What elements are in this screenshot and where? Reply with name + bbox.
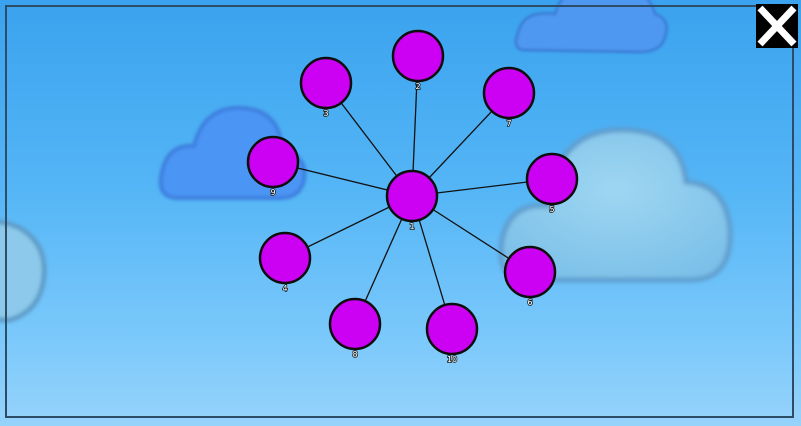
graph-node-5[interactable]: 5 bbox=[525, 152, 579, 215]
node-circle[interactable] bbox=[482, 66, 536, 120]
node-circle[interactable] bbox=[246, 135, 300, 189]
node-label: 1 bbox=[409, 222, 414, 231]
node-label: 5 bbox=[549, 205, 554, 214]
cloud-icon bbox=[0, 219, 47, 323]
graph-node-8[interactable]: 8 bbox=[328, 297, 382, 360]
graph-node-9[interactable]: 9 bbox=[246, 135, 300, 198]
node-label: 3 bbox=[323, 109, 328, 118]
node-circle[interactable] bbox=[391, 29, 445, 83]
node-label: 8 bbox=[352, 350, 357, 359]
graph-node-4[interactable]: 4 bbox=[258, 231, 312, 294]
node-circle[interactable] bbox=[425, 302, 479, 356]
cloud-icon bbox=[514, 0, 669, 54]
graph-node-6[interactable]: 6 bbox=[503, 245, 557, 308]
node-circle[interactable] bbox=[258, 231, 312, 285]
node-label: 9 bbox=[270, 188, 275, 197]
node-label: 6 bbox=[527, 298, 532, 307]
node-label: 2 bbox=[415, 82, 420, 91]
node-circle[interactable] bbox=[503, 245, 557, 299]
node-circle[interactable] bbox=[525, 152, 579, 206]
node-circle[interactable] bbox=[299, 56, 353, 110]
close-icon bbox=[757, 5, 797, 47]
graph-node-10[interactable]: 10 bbox=[425, 302, 479, 365]
graph-node-3[interactable]: 3 bbox=[299, 56, 353, 119]
graph-node-7[interactable]: 7 bbox=[482, 66, 536, 129]
node-label: 7 bbox=[506, 119, 511, 128]
node-label: 4 bbox=[282, 284, 287, 293]
close-button[interactable] bbox=[756, 4, 798, 48]
graph-node-1[interactable]: 1 bbox=[385, 169, 439, 232]
node-circle[interactable] bbox=[385, 169, 439, 223]
node-circle[interactable] bbox=[328, 297, 382, 351]
nodes-layer: 1 2 3 7 9 5 4 6 8 10 bbox=[246, 29, 579, 365]
node-label: 10 bbox=[447, 355, 457, 364]
graph-node-2[interactable]: 2 bbox=[391, 29, 445, 92]
